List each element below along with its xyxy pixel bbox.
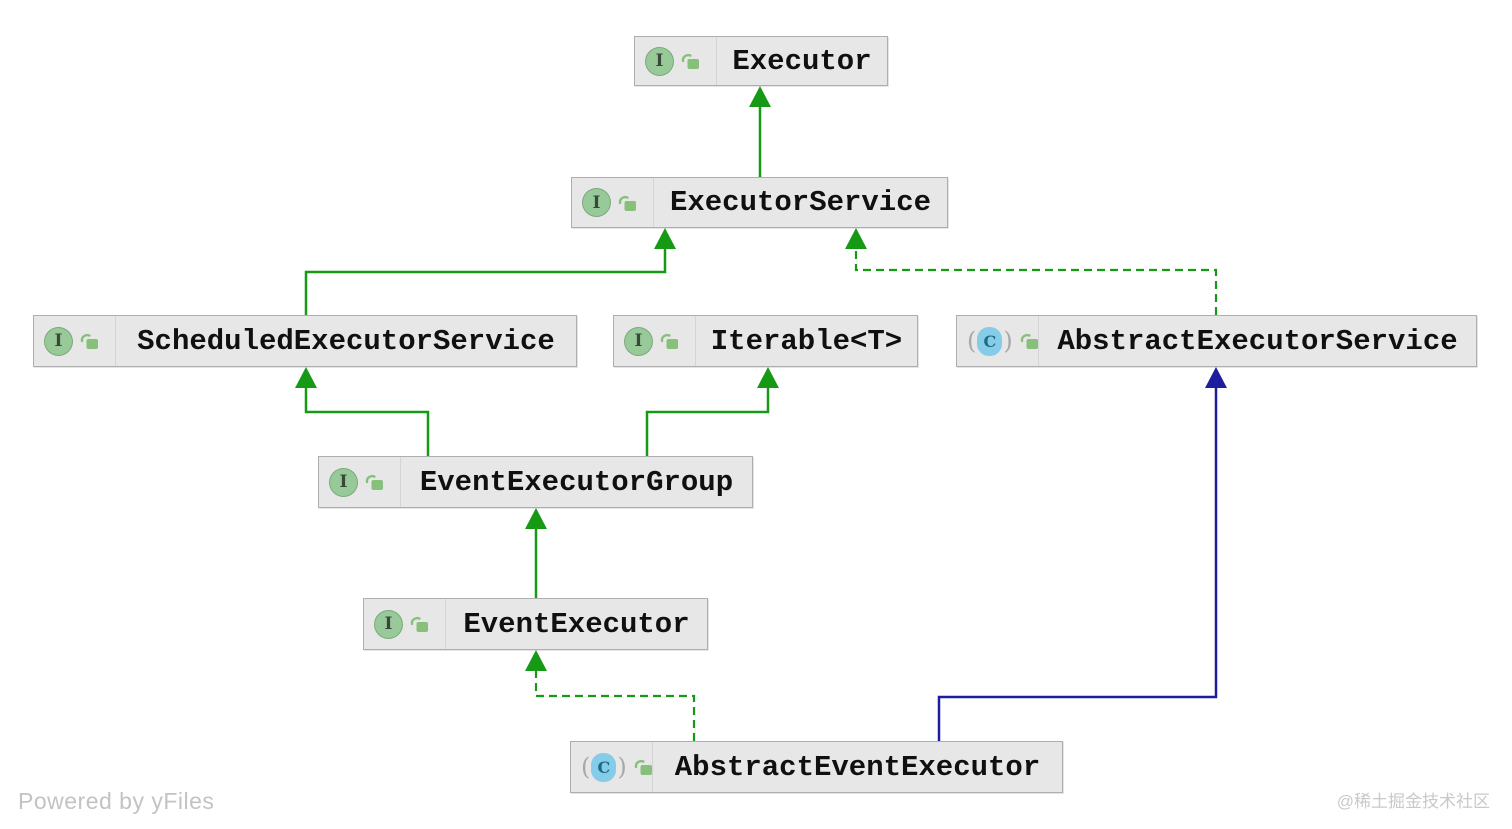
- class-name-label: EventExecutorGroup: [419, 465, 734, 499]
- open-lock-icon: [634, 759, 652, 775]
- open-lock-icon: [80, 333, 98, 349]
- class-name-label: Iterable<T>: [710, 324, 903, 358]
- open-lock-icon: [660, 333, 678, 349]
- abstract-class-icon: (C): [967, 326, 1013, 356]
- class-name-label: EventExecutor: [463, 607, 690, 641]
- class-node-Iterable: I Iterable<T>: [613, 315, 918, 367]
- arrowhead-icon: [1205, 367, 1227, 388]
- node-icon-group: I: [572, 178, 654, 227]
- interface-icon: I: [329, 467, 358, 497]
- open-lock-icon: [681, 53, 699, 69]
- class-node-ScheduledExecutorService: I ScheduledExecutorService: [33, 315, 577, 367]
- open-lock-icon: [1020, 333, 1038, 349]
- arrowhead-icon: [654, 228, 676, 249]
- open-lock-icon: [618, 195, 636, 211]
- class-name-label: Executor: [732, 44, 872, 78]
- abstract-class-icon: (C): [581, 752, 627, 782]
- edge-EventExecutorGroup-extends-Iterable: [645, 367, 779, 456]
- juejin-watermark: @稀土掘金技术社区: [1336, 792, 1490, 811]
- class-name-label: AbstractEventExecutor: [674, 750, 1041, 784]
- yfiles-watermark: Powered by yFiles: [18, 788, 215, 814]
- arrowhead-icon: [525, 650, 547, 671]
- class-node-Executor: I Executor: [634, 36, 888, 86]
- class-name-label: AbstractExecutorService: [1057, 324, 1458, 358]
- edge-EventExecutorGroup-extends-ScheduledExecutorService: [295, 367, 430, 456]
- node-icon-group: I: [364, 599, 446, 649]
- class-name-label: ScheduledExecutorService: [137, 324, 555, 358]
- class-node-EventExecutor: I EventExecutor: [363, 598, 708, 650]
- arrowhead-icon: [845, 228, 867, 249]
- interface-icon: I: [582, 188, 611, 217]
- node-icon-group: (C): [957, 316, 1039, 366]
- edge-ExecutorService-extends-Executor: [749, 86, 771, 177]
- arrowhead-icon: [757, 367, 779, 388]
- class-node-AbstractEventExecutor: (C) AbstractEventExecutor: [570, 741, 1063, 793]
- class-node-EventExecutorGroup: I EventExecutorGroup: [318, 456, 753, 508]
- interface-icon: I: [624, 326, 653, 356]
- edge-ScheduledExecutorService-extends-ExecutorService: [304, 228, 676, 315]
- arrowhead-icon: [525, 508, 547, 529]
- interface-icon: I: [44, 326, 73, 356]
- arrowhead-icon: [749, 86, 771, 107]
- class-node-ExecutorService: I ExecutorService: [571, 177, 948, 228]
- edge-AbstractEventExecutor-extends-AbstractExecutorService: [937, 367, 1227, 741]
- node-icon-group: (C): [571, 742, 653, 792]
- node-icon-group: I: [614, 316, 696, 366]
- class-name-label: ExecutorService: [669, 186, 932, 219]
- node-icon-group: I: [34, 316, 116, 366]
- arrowhead-icon: [295, 367, 317, 388]
- edge-AbstractExecutorService-implements-ExecutorService: [845, 228, 1218, 315]
- node-icon-group: I: [319, 457, 401, 507]
- interface-icon: I: [645, 46, 674, 76]
- edge-AbstractEventExecutor-implements-EventExecutor: [525, 650, 696, 741]
- class-node-AbstractExecutorService: (C) AbstractExecutorService: [956, 315, 1477, 367]
- open-lock-icon: [365, 474, 383, 490]
- interface-icon: I: [374, 609, 403, 639]
- node-icon-group: I: [635, 37, 717, 85]
- edge-EventExecutor-extends-EventExecutorGroup: [525, 508, 547, 598]
- open-lock-icon: [410, 616, 428, 632]
